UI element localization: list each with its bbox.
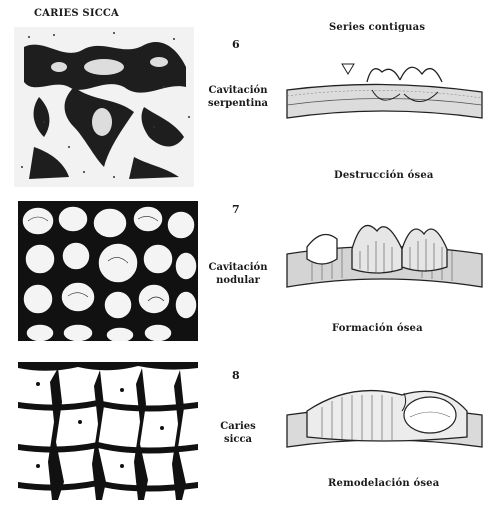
stage-8-surface-texture [18, 362, 198, 500]
stage-6-name-line1: Cavitación [201, 84, 275, 97]
stage-6-caption: Destrucción ósea [334, 170, 434, 181]
stage-6-name-line2: serpentina [201, 97, 275, 110]
right-header: Series contiguas [329, 22, 425, 33]
stage-7-number: 7 [232, 203, 240, 216]
stage-6-surface-texture [14, 27, 194, 187]
left-title: CARIES SICCA [34, 8, 119, 19]
stage-6-number: 6 [232, 38, 240, 51]
stage-7-name: Cavitación nodular [201, 261, 275, 287]
stage-8-cross-section [282, 377, 487, 469]
stage-7-surface-texture [18, 201, 198, 341]
stage-8-number: 8 [232, 369, 240, 382]
stage-7-name-line1: Cavitación [201, 261, 275, 274]
stage-8-name-line2: sicca [201, 433, 275, 446]
stage-7-name-line2: nodular [201, 274, 275, 287]
stage-6-name: Cavitación serpentina [201, 84, 275, 110]
stage-8-name-line1: Caries [201, 420, 275, 433]
stage-8-caption: Remodelación ósea [328, 478, 439, 489]
stage-8-name: Caries sicca [201, 420, 275, 446]
stage-7-caption: Formación ósea [332, 323, 423, 334]
stage-7-cross-section [282, 209, 487, 309]
stage-6-cross-section [282, 50, 487, 140]
